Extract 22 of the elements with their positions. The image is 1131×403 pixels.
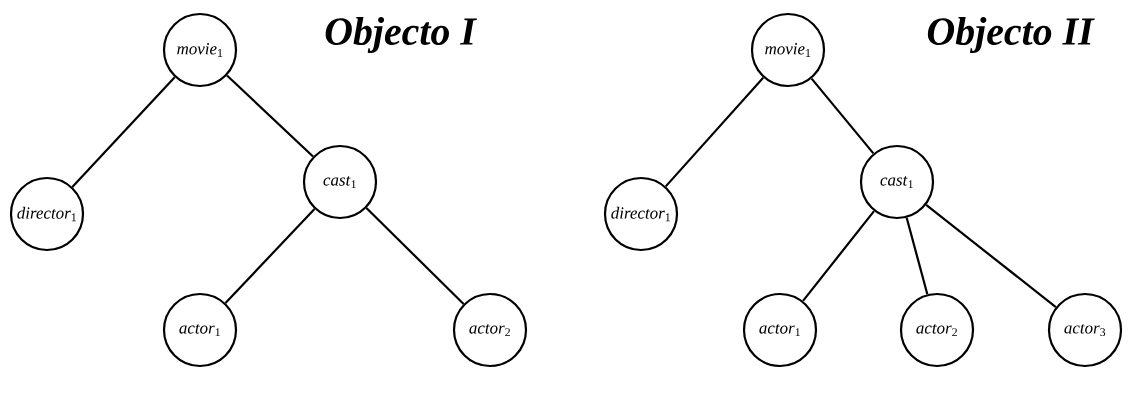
connector-line <box>226 74 314 158</box>
tree-node: actor$_{2}$ <box>452 292 528 368</box>
connector-line <box>810 77 875 155</box>
object-title: Objecto II <box>927 16 1095 54</box>
connector-line <box>224 208 316 304</box>
tree-node: actor$_{3}$ <box>1047 292 1123 368</box>
tree-node: actor$_{1}$ <box>162 292 238 368</box>
tree-node: director$_{1}$ <box>603 176 679 252</box>
connector-line <box>802 210 875 302</box>
tree-node: actor$_{1}$ <box>742 292 818 368</box>
tree-node: actor$_{2}$ <box>899 292 975 368</box>
tree-node: cast$_{1}$ <box>859 144 935 220</box>
tree-node: director$_{1}$ <box>9 176 85 252</box>
tree-node: movie$_{1}$ <box>750 12 826 88</box>
connector-line <box>71 76 176 188</box>
object-title: Objecto I <box>325 16 477 54</box>
tree-node: movie$_{1}$ <box>162 12 238 88</box>
tree-node: cast$_{1}$ <box>302 144 378 220</box>
connector-line <box>905 217 929 295</box>
connector-line <box>664 76 765 188</box>
connector-line <box>365 207 465 305</box>
connector-line <box>925 204 1057 308</box>
